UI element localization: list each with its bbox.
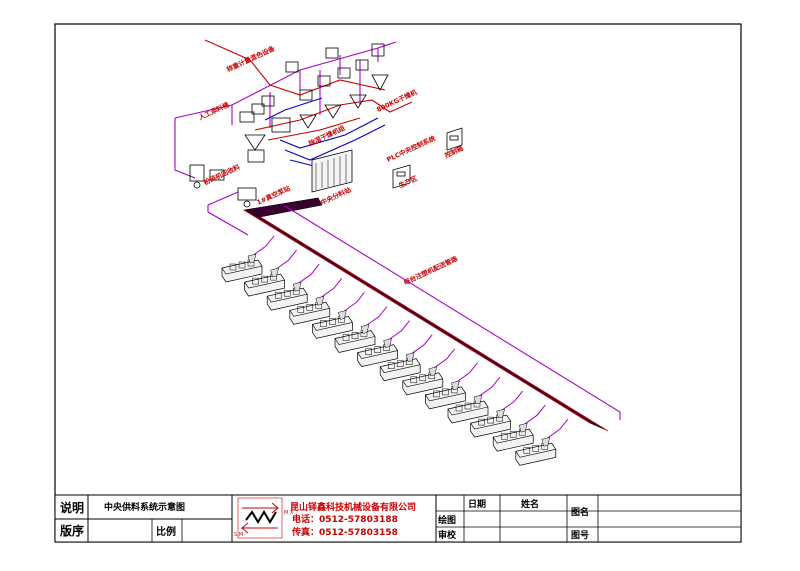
air-line xyxy=(264,97,386,179)
label-crusher: 粉碎机回收料 xyxy=(202,162,242,187)
date-label: 日期 xyxy=(468,498,486,510)
logo-text-left: S.M. xyxy=(234,532,245,538)
injection-machine xyxy=(221,235,275,283)
drawing-name-label: 图名 xyxy=(571,506,589,518)
injection-machine xyxy=(334,306,388,353)
injection-machine xyxy=(492,404,546,452)
draw-label: 绘图 xyxy=(438,514,456,526)
label-manual-loader: 人工添料桶 xyxy=(197,100,231,122)
label-dryer-group: 除湿干燥机组 xyxy=(307,123,347,148)
label-machine-row: 每台注塑机配送管路 xyxy=(402,254,459,287)
injection-machine xyxy=(357,320,410,367)
system-diagram: 称重计量混色设备 人工添料桶 粉碎机回收料 除湿干燥机组 800KG干燥机 PL… xyxy=(174,39,621,466)
control-box xyxy=(446,127,463,151)
label-control-box: 控制箱 xyxy=(443,143,465,160)
drawing-no-label: 图号 xyxy=(571,530,589,541)
injection-machine xyxy=(289,277,343,325)
injection-machine xyxy=(470,390,523,438)
injection-machines xyxy=(221,235,569,466)
desc-value: 中央供料系统示意图 xyxy=(104,501,185,513)
hopper-group xyxy=(239,43,389,163)
scale-label: 比例 xyxy=(156,525,176,538)
dryer-bank xyxy=(311,149,353,193)
label-dryer-group2: 800KG干燥机 xyxy=(375,87,419,114)
plc-cabinet xyxy=(392,164,411,189)
main-pipe-bundle xyxy=(242,197,609,432)
label-weigh-mixer: 称重计量混色设备 xyxy=(225,43,276,73)
injection-machine xyxy=(402,348,456,396)
name-label: 姓名 xyxy=(520,498,539,510)
injection-machine xyxy=(266,263,320,311)
injection-machine xyxy=(515,418,569,466)
label-plc: PLC中央控制系统 xyxy=(385,133,437,164)
material-line xyxy=(204,39,413,141)
company-fax: 传真：0512-57803158 xyxy=(291,526,398,538)
injection-machine xyxy=(447,376,501,424)
title-block: S.M. M X 说明 中央供料系统示意图 版序 比例 昆山铎鑫科技机械设备有限… xyxy=(54,494,742,543)
vacuum-line-machines xyxy=(207,191,621,420)
crusher-unit xyxy=(189,164,225,189)
vacuum-pump-unit xyxy=(237,187,257,208)
injection-machine xyxy=(312,292,365,339)
injection-machine xyxy=(244,249,297,297)
version-label: 版序 xyxy=(60,523,84,538)
company-phone: 电话：0512-57803188 xyxy=(292,513,398,525)
injection-machine xyxy=(425,362,478,410)
desc-label: 说明 xyxy=(60,500,84,515)
company-logo: S.M. M X xyxy=(234,497,294,539)
review-label: 审校 xyxy=(438,529,457,541)
injection-machine xyxy=(379,334,433,382)
logo-text-right: M X xyxy=(284,510,294,516)
company-name: 昆山铎鑫科技机械设备有限公司 xyxy=(290,501,416,513)
